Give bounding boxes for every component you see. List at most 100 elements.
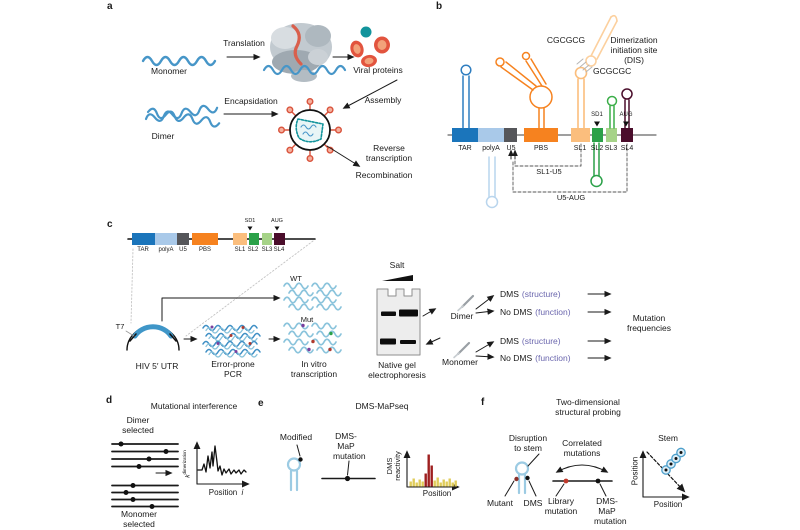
- probed-stem-loop-icon: [514, 461, 530, 495]
- panel-f-graphics: [504, 447, 690, 501]
- gel-icon: [376, 288, 421, 356]
- polya-stem-loop: [485, 156, 499, 209]
- segment-sl4-small: SL4: [273, 247, 285, 253]
- monomer-label: Monomer: [151, 66, 187, 76]
- native-gel-label: Native gel electrophoresis: [368, 360, 426, 380]
- hiv-5utr-label: HIV 5′ UTR: [135, 361, 179, 371]
- scalpel-icon: [453, 294, 475, 359]
- kissing-loop-hatches: [576, 58, 593, 73]
- segment-sl3-small: SL3: [261, 247, 273, 253]
- interference-plot: [193, 441, 250, 488]
- t7-label: T7: [115, 322, 125, 331]
- modified-stem-loop-icon: [286, 457, 302, 492]
- segment-sl1: SL1: [573, 145, 587, 152]
- reactivity-bar-chart: [403, 450, 460, 491]
- dimer-label: Dimer: [151, 131, 175, 141]
- zoom-connector-lines: [130, 240, 314, 337]
- correlated-mutations-label: Correlated mutations: [562, 438, 602, 458]
- mutation-pointer: [347, 460, 350, 476]
- translation-label: Translation: [223, 38, 265, 48]
- panel-e-label: e: [258, 398, 264, 409]
- encapsidation-label: Encapsidation: [224, 96, 278, 106]
- aug-label: AUG: [619, 112, 633, 118]
- dms-structure-label-2: DMS(structure): [500, 336, 561, 346]
- sd1-label-small: SD1: [244, 218, 256, 224]
- dms-dot: [525, 475, 530, 481]
- library-mutation-dot: [563, 478, 569, 484]
- dimer-rna-icon: [144, 104, 221, 128]
- dms-map-mutation-label: DMS-MaP mutation: [333, 431, 366, 461]
- sd1-pointer-small: [247, 226, 253, 231]
- gcgcgc-label: GCGCGC: [593, 66, 632, 76]
- panel-c-label: c: [107, 219, 113, 230]
- tar-stem-loop: [460, 64, 472, 129]
- dms-modification-dot: [298, 457, 303, 462]
- salt-gradient-icon: [382, 275, 413, 281]
- wt-label: WT: [290, 274, 302, 283]
- panel-f-pointers: [504, 453, 607, 497]
- dimer-read-mutations: [118, 441, 169, 469]
- segment-sl2-small: SL2: [247, 247, 259, 253]
- position-axis-label-e: Position: [422, 489, 452, 498]
- segment-polya: polyA: [482, 145, 500, 152]
- monomer-selected-reads: [111, 484, 179, 508]
- sd1-label: SD1: [591, 112, 603, 118]
- sl3-stem-loop: [606, 95, 618, 129]
- u5-aug-label: U5-AUG: [556, 193, 586, 202]
- viral-proteins-label: Viral proteins: [353, 65, 403, 75]
- sl2-stem-loop: [590, 142, 603, 188]
- segment-tar: TAR: [458, 145, 472, 152]
- panel-b-label: b: [436, 1, 443, 12]
- aug-pointer: [623, 121, 629, 127]
- stem-label: Stem: [658, 433, 678, 443]
- sd1-pointer: [594, 121, 600, 127]
- monomer-read-mutations: [123, 483, 155, 509]
- segment-sl2: SL2: [590, 145, 604, 152]
- two-d-plot: [639, 447, 690, 501]
- segment-polya-small: polyA: [158, 247, 174, 253]
- segment-u5-small: U5: [179, 247, 187, 253]
- pbs-structure: [495, 51, 553, 129]
- library-mutation-label: Library mutation: [544, 496, 578, 516]
- position-i-axis-label: Position i: [208, 488, 244, 497]
- panel-d-title: Mutational interference: [150, 401, 238, 411]
- panel-e-graphics: [286, 444, 460, 492]
- no-dms-function-label-2: No DMS(function): [500, 353, 571, 363]
- monomer-rna-icon: [141, 55, 217, 67]
- recombination-label: Recombination: [355, 170, 413, 180]
- segment-tar-small: TAR: [137, 247, 149, 253]
- dms-map-mutation-label-f: DMS-MaP mutation: [594, 496, 627, 526]
- dms-reactivity-axis-label: DMS reactivity: [384, 451, 402, 481]
- assembly-label: Assembly: [364, 95, 402, 105]
- dms-label-f: DMS: [523, 498, 543, 508]
- dimer-band-label: Dimer: [450, 311, 474, 321]
- modified-pointer: [296, 444, 301, 457]
- dimer-selected-label: Dimer selected: [122, 415, 154, 435]
- panel-f-label: f: [481, 397, 485, 408]
- mut-label: Mut: [300, 315, 314, 324]
- salt-label: Salt: [389, 260, 405, 270]
- virion-icon: [278, 97, 343, 162]
- no-dms-function-label-1: No DMS(function): [500, 307, 571, 317]
- panel-c-arrows: [183, 290, 612, 362]
- sl1-stem-loop: [574, 66, 588, 129]
- mutation-frequencies-label: Mutation frequencies: [627, 313, 671, 333]
- panel-a-label: a: [107, 1, 113, 12]
- panel-d-graphics: [111, 441, 250, 509]
- position-y-axis-label-f: Position: [630, 456, 640, 486]
- k-dimerization-axis-label: kdimerization: [182, 450, 192, 478]
- cgcgcg-label: CGCGCG: [546, 35, 586, 45]
- ribosome-icon: [262, 23, 347, 82]
- segment-sl3: SL3: [604, 145, 618, 152]
- monomer-band-label: Monomer: [442, 357, 478, 367]
- panel-d-label: d: [106, 395, 113, 406]
- sl1-u5-label: SL1-U5: [536, 167, 562, 176]
- partner-sl1-stem-loop: [585, 14, 618, 67]
- error-prone-pool: [202, 324, 261, 358]
- segment-pbs: PBS: [533, 145, 549, 152]
- dms-structure-label-1: DMS(structure): [500, 289, 561, 299]
- panel-a-graphics: [141, 23, 398, 167]
- panel-e-title: DMS-MaPseq: [355, 401, 409, 411]
- panel-c-graphics: [125, 226, 612, 362]
